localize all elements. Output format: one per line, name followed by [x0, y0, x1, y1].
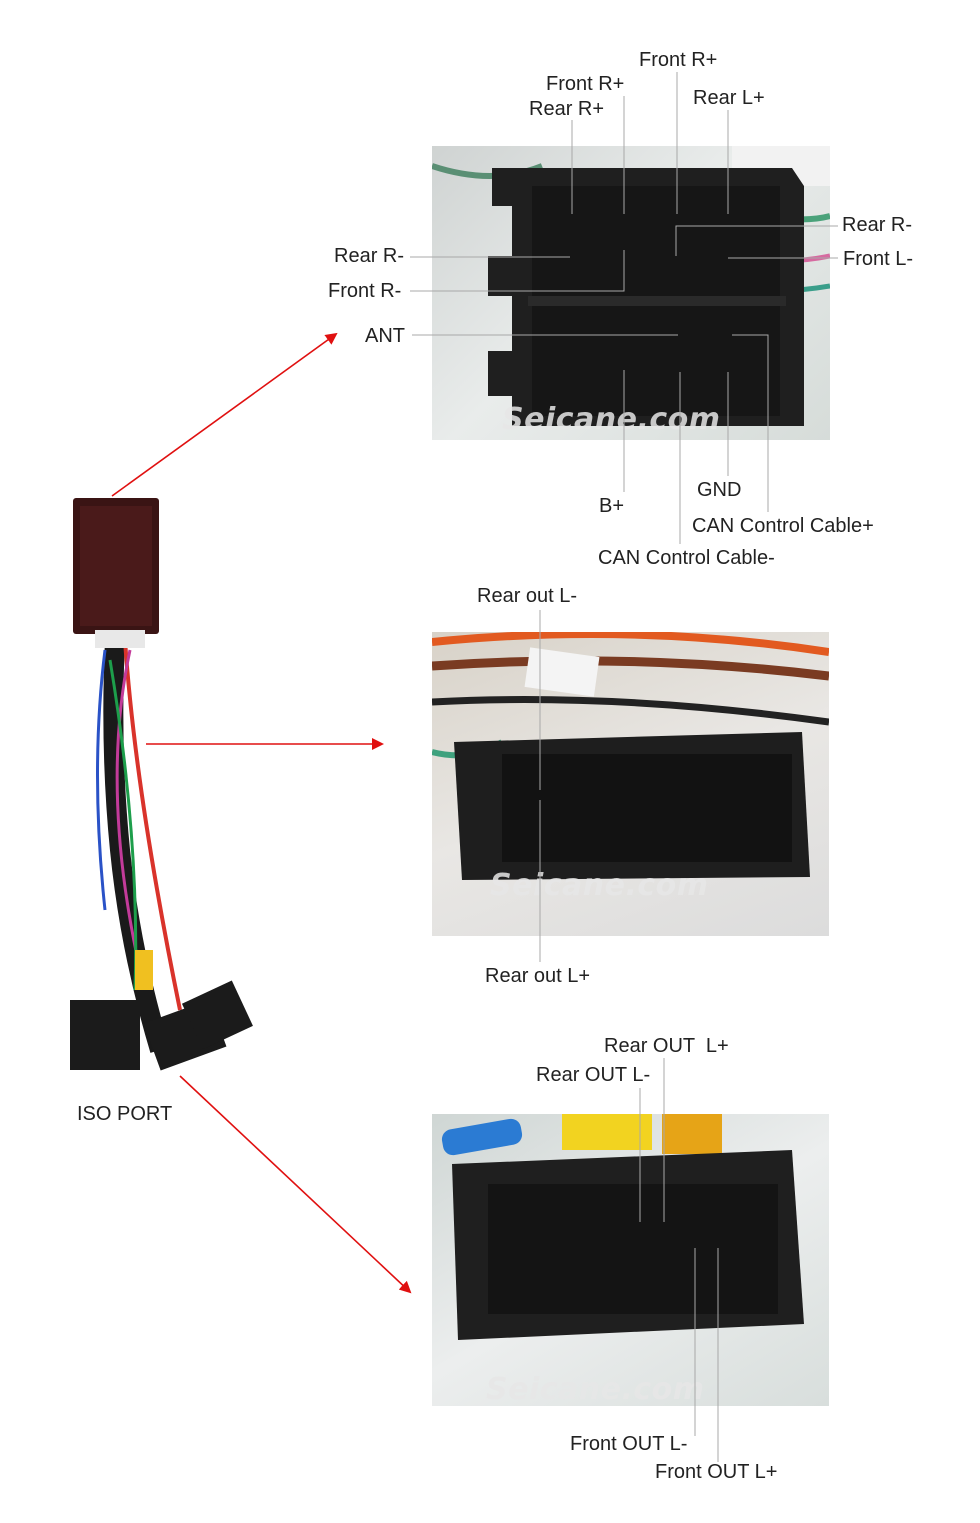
watermark: Seicane.com	[490, 868, 709, 903]
label-rear-r-minus-left: Rear R-	[334, 245, 405, 267]
watermark: Seicane.com	[502, 402, 721, 437]
label-rear-r-minus-right: Rear R-	[842, 214, 913, 236]
label-rear-out-l-minus-c3: Rear OUT L-	[536, 1064, 651, 1086]
iso-harness-photo	[40, 490, 260, 1090]
label-rear-out-l-minus: Rear out L-	[477, 585, 578, 607]
connector-photo-output: Seicane.com	[432, 1114, 829, 1406]
iso-port-label: ISO PORT	[77, 1103, 173, 1125]
watermark: Seicane.com	[486, 1372, 705, 1406]
label-front-r-plus: Front R+	[546, 73, 625, 95]
label-front-out-l-minus: Front OUT L-	[570, 1433, 688, 1455]
leader-can-plus	[732, 334, 769, 512]
label-rear-r-plus: Rear R+	[529, 98, 605, 120]
label-rear-l-plus: Rear L+	[693, 87, 765, 109]
label-b-plus: B+	[599, 495, 625, 517]
label-rear-out-l-plus: Rear out L+	[485, 965, 591, 987]
label-front-r-minus: Front R-	[328, 280, 402, 302]
leader-front-r-minus	[410, 250, 625, 292]
label-gnd: GND	[697, 479, 742, 501]
connector-photo-speaker: Seicane.com	[432, 632, 829, 936]
label-rear-out-l-plus-c3: Rear OUT L+	[604, 1035, 729, 1057]
label-front-l-minus: Front L-	[843, 248, 914, 270]
label-ant: ANT	[365, 325, 405, 347]
label-front-r-plus-top: Front R+	[639, 49, 718, 71]
label-can-minus: CAN Control Cable-	[598, 547, 775, 569]
connector-photo-iso: Seicane.com	[432, 146, 830, 440]
label-can-plus: CAN Control Cable+	[692, 515, 874, 537]
arrow-to-iso-connector	[111, 332, 338, 497]
label-front-out-l-plus: Front OUT L+	[655, 1461, 778, 1483]
leader-rear-r-minus-right	[675, 225, 838, 256]
arrow-to-output-connector	[179, 1075, 412, 1294]
